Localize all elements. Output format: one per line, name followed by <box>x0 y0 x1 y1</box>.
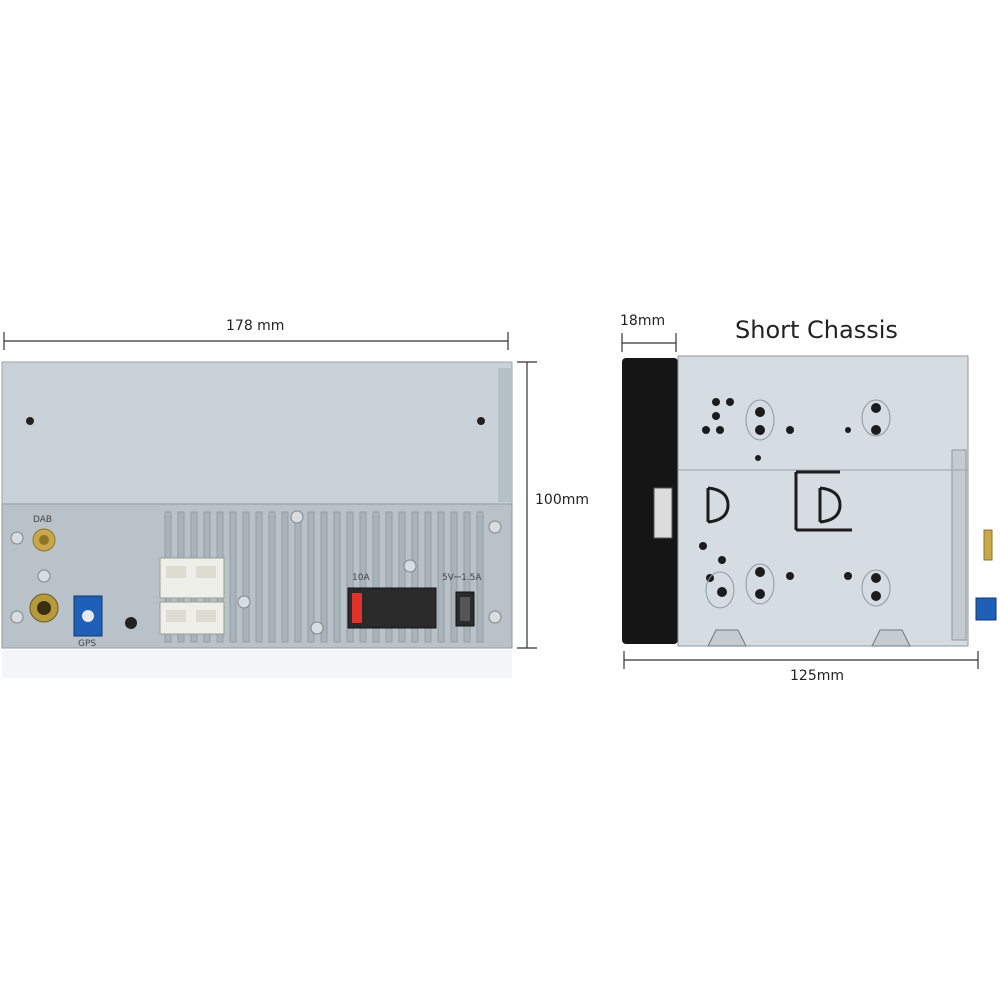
side-view-title: Short Chassis <box>735 316 898 344</box>
faceplate <box>622 358 678 644</box>
fuse-label: 10A <box>352 573 370 583</box>
harness-connector-upper[interactable] <box>159 557 225 599</box>
mount-hole-right <box>477 417 485 425</box>
power-harness-connector[interactable] <box>347 587 437 629</box>
gps-label: GPS <box>78 639 96 649</box>
chassis-bumps <box>705 399 891 609</box>
side-gps-connector <box>975 597 997 621</box>
usb-label: 5V⎓1.5A <box>442 573 482 583</box>
rear-cage-panel <box>1 361 513 505</box>
faceplate-depth-label: 18mm <box>620 313 666 329</box>
faceplate-depth-line <box>621 333 677 352</box>
usb-port[interactable] <box>455 591 475 627</box>
harness-connector-lower[interactable] <box>159 601 225 635</box>
screws <box>10 510 502 635</box>
height-dimension-label: 100mm <box>535 492 589 508</box>
chassis-feet <box>707 629 911 647</box>
chassis-depth-label: 125mm <box>790 668 844 684</box>
rear-view: DAB GPS 10A <box>1 361 513 678</box>
gps-fakra-connector[interactable] <box>73 595 103 637</box>
side-view <box>622 355 997 647</box>
chassis-holes <box>699 398 881 601</box>
chassis-tabs <box>706 470 852 532</box>
fuse <box>352 593 362 623</box>
width-dimension-label: 178 mm <box>226 318 285 334</box>
mic-jack[interactable] <box>125 617 137 629</box>
mount-hole-left <box>26 417 34 425</box>
chassis-side-panel <box>677 355 969 647</box>
dab-connector[interactable] <box>32 528 56 552</box>
height-dimension-line <box>517 361 537 649</box>
width-dimension-line <box>3 332 509 350</box>
side-antenna-connector <box>983 529 993 561</box>
dab-label: DAB <box>33 515 52 525</box>
chassis-depth-line <box>623 651 979 669</box>
radio-antenna-connector[interactable] <box>29 593 59 623</box>
